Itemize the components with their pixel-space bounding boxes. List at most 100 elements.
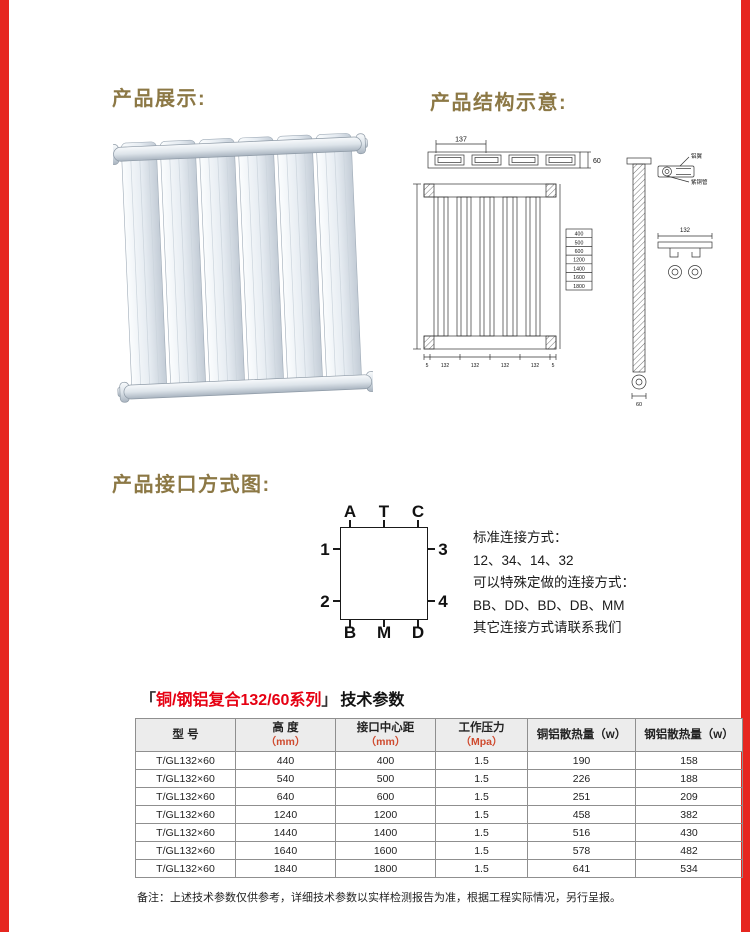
table-cell: 440 (235, 751, 336, 770)
port-label-A: A (343, 502, 357, 521)
connection-note-line: 其它连接方式请联系我们 (473, 620, 622, 635)
table-cell: 458 (527, 805, 636, 824)
top-view-drawing: 137 60 (427, 137, 601, 169)
table-cell: 641 (527, 859, 636, 878)
header-unit: （Mpa） (460, 736, 503, 748)
table-cell: 1240 (235, 805, 336, 824)
header-label: 铜铝散热量（w） (536, 729, 627, 741)
dim-side-depth: 60 (636, 402, 642, 408)
tick-mark (349, 520, 351, 527)
table-cell: 1.5 (435, 751, 528, 770)
header-label: 接口中心距 (356, 722, 415, 734)
col-header-cu-al-output: 铜铝散热量（w） (527, 718, 636, 752)
bracket-detail: 132 (657, 228, 713, 279)
table-header-row: 型 号 高 度 （mm） 接口中心距 （mm） 工作压力 （Mpa） 铜铝散热量… (135, 718, 743, 752)
table-cell: 540 (235, 769, 336, 788)
connection-note-line: 标准连接方式： (473, 530, 568, 545)
table-cell: T/GL132×60 (135, 751, 236, 770)
title-bracket-open: 「 (140, 692, 157, 709)
scale-value: 400 (575, 232, 584, 238)
table-cell: 1.5 (435, 859, 528, 878)
header-label: 钢铝散热量（w） (644, 729, 734, 741)
port-label-D: D (411, 623, 425, 642)
table-cell: T/GL132×60 (135, 841, 236, 860)
table-cell: 1.5 (435, 841, 528, 860)
tick-mark (428, 548, 435, 550)
radiator-product-photo (113, 133, 373, 403)
tick-mark (417, 620, 419, 627)
table-cell: 600 (335, 787, 436, 806)
table-cell: 578 (527, 841, 636, 860)
table-cell: 188 (635, 769, 743, 788)
table-cell: 1640 (235, 841, 336, 860)
structure-drawing: 137 60 5 132 132 132 132 5 (413, 137, 713, 408)
table-cell: 534 (635, 859, 743, 878)
title-suffix: 技术参数 (340, 692, 405, 709)
table-cell: 1600 (335, 841, 436, 860)
table-cell: 430 (635, 823, 743, 842)
spec-table-title: 「铜/钢铝复合132/60系列」技术参数 (140, 686, 404, 710)
scale-value: 1200 (573, 258, 585, 264)
port-label-4: 4 (438, 592, 448, 611)
table-cell: 1800 (335, 859, 436, 878)
table-cell: 1200 (335, 805, 436, 824)
dim-top-depth: 60 (593, 158, 601, 165)
table-cell: 382 (635, 805, 743, 824)
tick-mark (333, 600, 340, 602)
table-cell: 1.5 (435, 787, 528, 806)
front-view-drawing: 5 132 132 132 132 5 400 500 600 1200 140… (413, 183, 593, 369)
dim-front-2: 132 (471, 363, 480, 369)
port-label-M: M (377, 623, 392, 642)
table-cell: 400 (335, 751, 436, 770)
table-cell: T/GL132×60 (135, 805, 236, 824)
port-label-3: 3 (438, 540, 448, 559)
tick-mark (383, 620, 385, 627)
product-display-heading: 产品展示: (112, 88, 207, 110)
side-view-drawing: 60 铝翼 紫铜管 132 (626, 152, 713, 408)
dim-front-5: 5 (552, 363, 555, 369)
col-header-pressure: 工作压力 （Mpa） (435, 718, 528, 752)
profile-detail: 铝翼 紫铜管 (657, 152, 708, 186)
table-cell: T/GL132×60 (135, 787, 236, 806)
port-label-C: C (411, 502, 425, 521)
port-label-2: 2 (320, 592, 330, 611)
table-cell: 640 (235, 787, 336, 806)
port-label-1: 1 (320, 540, 330, 559)
page-edge-left-stripe (0, 0, 9, 932)
scale-value: 1800 (573, 284, 585, 290)
table-cell: 158 (635, 751, 743, 770)
port-label-B: B (343, 623, 357, 642)
port-label-T: T (378, 502, 390, 521)
interface-square (340, 527, 428, 620)
series-name: 铜/钢铝复合132/60系列 (156, 692, 322, 709)
page-edge-right-stripe (741, 0, 750, 932)
header-unit: （mm） (265, 736, 306, 748)
dim-front-1: 132 (441, 363, 450, 369)
tick-mark (349, 620, 351, 627)
col-header-model: 型 号 (135, 718, 236, 752)
header-label: 型 号 (172, 729, 199, 741)
scale-value: 1400 (573, 266, 585, 272)
radiator-body (113, 133, 373, 403)
dim-side-width: 132 (680, 228, 691, 234)
dim-top-width: 137 (455, 137, 467, 144)
table-cell: T/GL132×60 (135, 823, 236, 842)
table-cell: 190 (527, 751, 636, 770)
product-structure-heading: 产品结构示意: (430, 92, 568, 114)
table-cell: 226 (527, 769, 636, 788)
table-cell: 482 (635, 841, 743, 860)
col-header-steel-al-output: 钢铝散热量（w） (635, 718, 743, 752)
wing-label: 铝翼 (691, 152, 703, 160)
table-cell: 500 (335, 769, 436, 788)
table-cell: 1.5 (435, 823, 528, 842)
interface-method-heading: 产品接口方式图: (112, 474, 271, 496)
tick-mark (428, 600, 435, 602)
spec-table: 型 号 高 度 （mm） 接口中心距 （mm） 工作压力 （Mpa） 铜铝散热量… (135, 718, 743, 878)
interface-diagram: A T C 1 2 3 4 B M D (312, 502, 462, 648)
table-cell: T/GL132×60 (135, 859, 236, 878)
